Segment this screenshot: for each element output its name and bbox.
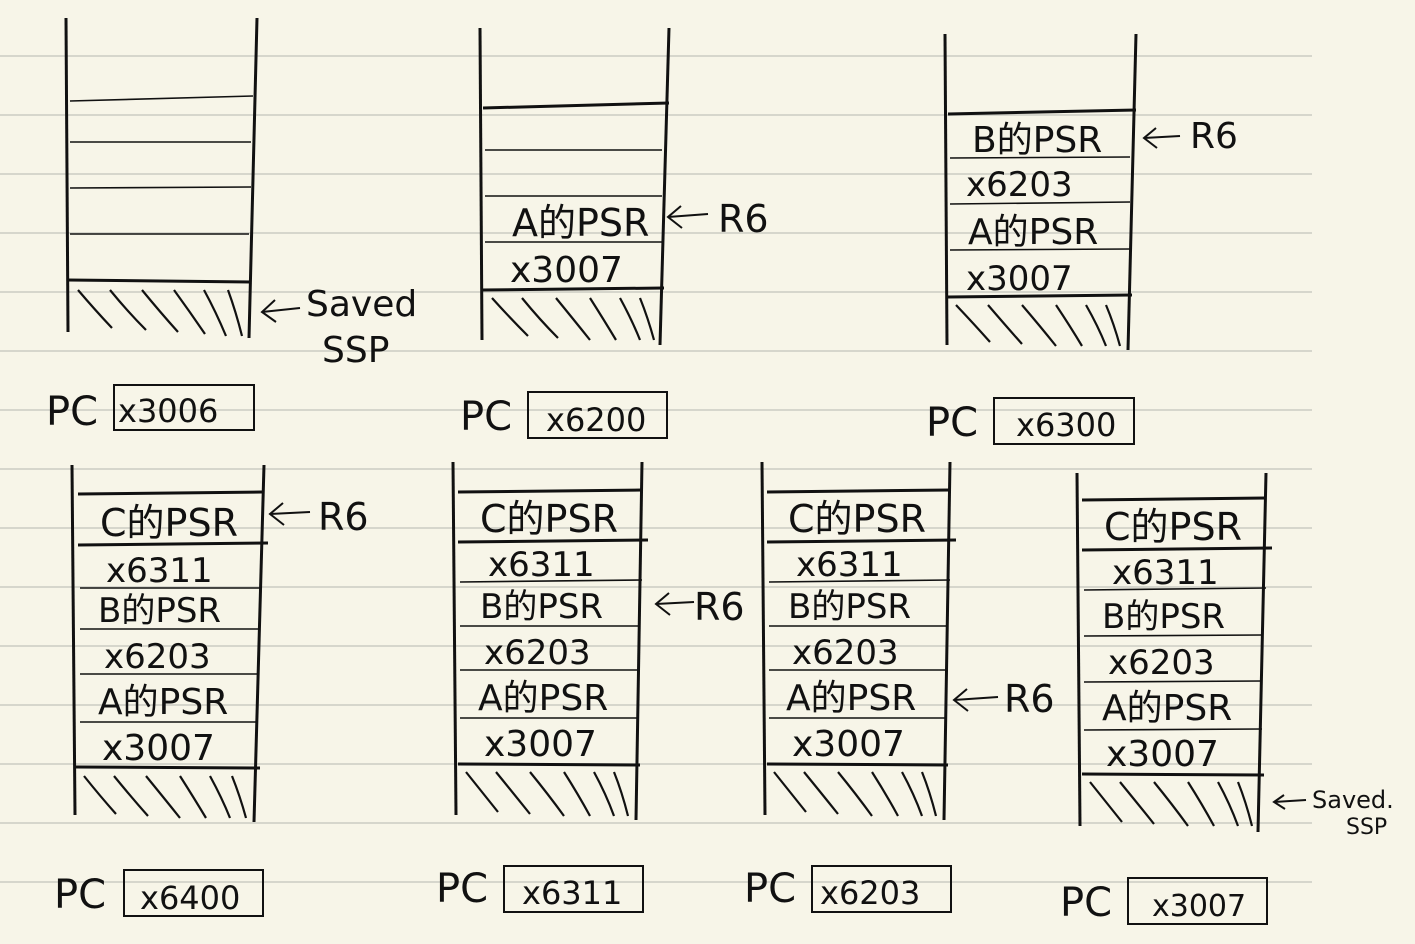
pc-value-5: x6311 bbox=[522, 874, 622, 912]
stack4-entry-1: C的PSR bbox=[100, 501, 238, 545]
stack6-entry-3: B的PSR bbox=[788, 587, 911, 627]
saved-ssp-annotation-1: Saved SSP bbox=[260, 284, 417, 371]
saved-ssp-label-7: Saved. bbox=[1312, 786, 1394, 814]
pc-value-6: x6203 bbox=[820, 874, 920, 912]
pc-label-6: PC bbox=[744, 866, 796, 912]
stack3-entry-2: x6203 bbox=[966, 165, 1073, 205]
pc-register-7: PC x3007 bbox=[1060, 877, 1268, 926]
r6-pointer-4: R6 bbox=[268, 495, 369, 539]
stack6-entry-1: C的PSR bbox=[788, 497, 926, 541]
r6-label-4: R6 bbox=[318, 495, 369, 539]
stack6-entry-2: x6311 bbox=[796, 545, 903, 585]
pc-value-2: x6200 bbox=[546, 401, 646, 439]
pc-label-4: PC bbox=[54, 872, 106, 918]
pc-value-3: x6300 bbox=[1016, 406, 1116, 444]
stack5-entry-6: x3007 bbox=[484, 724, 597, 765]
r6-label-5: R6 bbox=[694, 585, 745, 629]
stack7-entry-6: x3007 bbox=[1106, 734, 1219, 775]
stack2-entry-3: A的PSR bbox=[512, 201, 649, 245]
stack3-entry-4: x3007 bbox=[966, 259, 1073, 299]
stack3-entry-3: A的PSR bbox=[968, 212, 1098, 253]
pc-value-4: x6400 bbox=[140, 879, 240, 917]
pc-register-1: PC x3006 bbox=[46, 384, 255, 435]
stack6-entry-4: x6203 bbox=[792, 633, 899, 673]
r6-pointer-2: R6 bbox=[666, 197, 769, 241]
stack4-entry-2: x6311 bbox=[106, 551, 213, 591]
stack-7: C的PSR x6311 B的PSR x6203 A的PSR x3007 Save… bbox=[1060, 472, 1394, 926]
stack4-entry-5: A的PSR bbox=[98, 682, 228, 723]
saved-ssp-label-1b: SSP bbox=[322, 330, 389, 371]
stack7-entry-4: x6203 bbox=[1108, 643, 1215, 683]
stack-4: C的PSR x6311 B的PSR x6203 A的PSR x3007 R6 P… bbox=[54, 464, 369, 918]
saved-ssp-label-1: Saved bbox=[306, 284, 417, 325]
pc-value-1: x3006 bbox=[118, 392, 218, 430]
stack3-entry-1: B的PSR bbox=[972, 120, 1102, 161]
ruled-lines bbox=[0, 55, 1312, 883]
pc-label-1: PC bbox=[46, 389, 98, 435]
saved-ssp-annotation-7: Saved. SSP bbox=[1272, 786, 1394, 840]
r6-pointer-5: R6 bbox=[654, 585, 745, 629]
pc-register-4: PC x6400 bbox=[54, 869, 264, 918]
r6-label-2: R6 bbox=[718, 197, 769, 241]
stack7-entry-5: A的PSR bbox=[1102, 688, 1232, 729]
stack-5: C的PSR x6311 B的PSR x6203 A的PSR x3007 R6 P… bbox=[436, 461, 745, 913]
pc-register-3: PC x6300 bbox=[926, 397, 1135, 446]
r6-pointer-6: R6 bbox=[952, 677, 1055, 721]
stack-6: C的PSR x6311 B的PSR x6203 A的PSR x3007 R6 P… bbox=[744, 461, 1055, 913]
stack5-entry-1: C的PSR bbox=[480, 497, 618, 541]
stack5-entry-3: B的PSR bbox=[480, 587, 603, 627]
stack2-entry-4: x3007 bbox=[510, 250, 623, 291]
stack5-entry-2: x6311 bbox=[488, 545, 595, 585]
stack-2: A的PSR x3007 R6 PC x6200 bbox=[460, 27, 769, 440]
pc-register-5: PC x6311 bbox=[436, 865, 644, 913]
stack7-entry-1: C的PSR bbox=[1104, 505, 1242, 549]
stack7-entry-2: x6311 bbox=[1112, 553, 1219, 593]
stack5-entry-5: A的PSR bbox=[478, 678, 608, 719]
pc-value-7: x3007 bbox=[1152, 889, 1246, 924]
stack6-entry-6: x3007 bbox=[792, 724, 905, 765]
pc-label-3: PC bbox=[926, 400, 978, 446]
stack5-entry-4: x6203 bbox=[484, 633, 591, 673]
saved-ssp-label-7b: SSP bbox=[1346, 815, 1387, 840]
pc-label-2: PC bbox=[460, 394, 512, 440]
pc-label-5: PC bbox=[436, 866, 488, 912]
pc-label-7: PC bbox=[1060, 880, 1112, 926]
r6-label-3: R6 bbox=[1190, 116, 1238, 157]
r6-label-6: R6 bbox=[1004, 677, 1055, 721]
stack-3: B的PSR x6203 A的PSR x3007 R6 PC x6300 bbox=[926, 33, 1238, 446]
stack6-entry-5: A的PSR bbox=[786, 678, 916, 719]
stack-1: Saved SSP PC x3006 bbox=[46, 17, 417, 435]
stack7-entry-3: B的PSR bbox=[1102, 597, 1225, 637]
r6-pointer-3: R6 bbox=[1142, 116, 1238, 157]
stack4-entry-4: x6203 bbox=[104, 637, 211, 677]
stack4-entry-6: x3007 bbox=[102, 728, 215, 769]
pc-register-6: PC x6203 bbox=[744, 865, 952, 913]
pc-register-2: PC x6200 bbox=[460, 391, 668, 440]
stack4-entry-3: B的PSR bbox=[98, 591, 221, 631]
